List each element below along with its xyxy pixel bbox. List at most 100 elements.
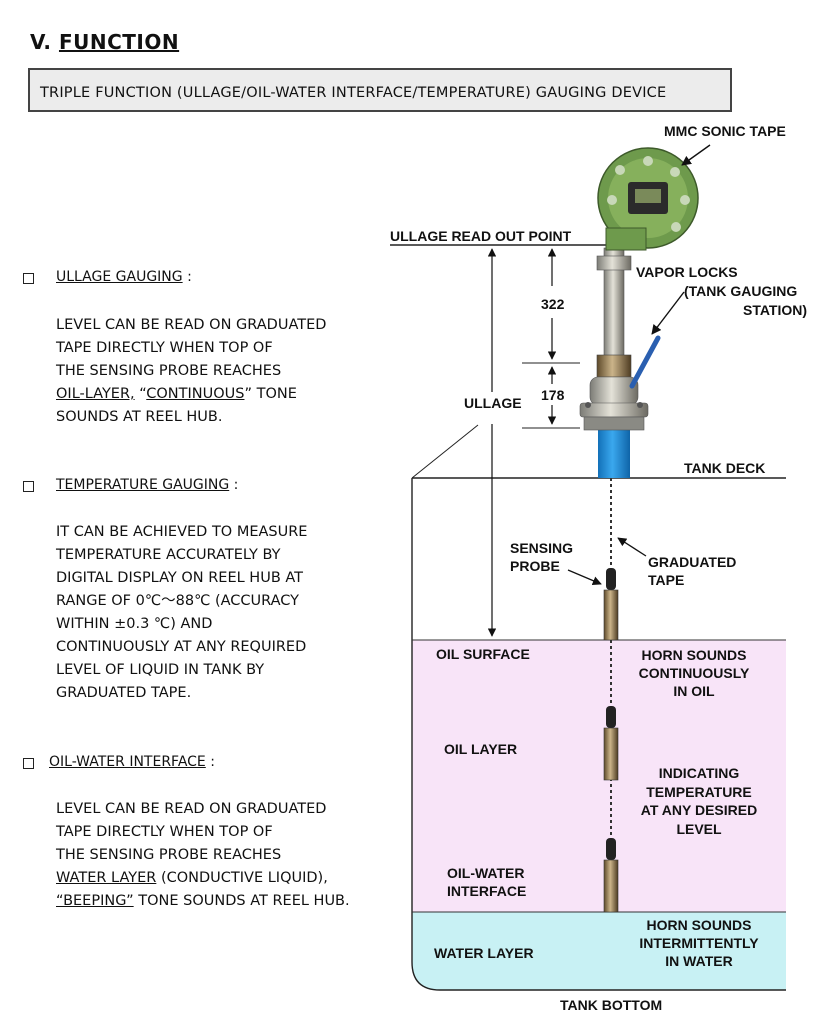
vapor-locks-label-2: (TANK GAUGING [684,283,798,299]
temperature-heading: TEMPERATURE GAUGING : [56,477,238,493]
valve-body-upper [596,354,632,378]
reel-bracket [605,227,647,251]
text-line: TAPE DIRECTLY WHEN TOP OF [56,340,273,356]
blue-pipe [598,428,630,478]
text-line: DIGITAL DISPLAY ON REEL HUB AT [56,570,304,586]
text-line: OIL-LAYER, “CONTINUOUS” TONE [56,383,326,406]
label-line: TEMPERATURE [646,783,752,800]
graduated-tape-label-2: TAPE [648,572,685,588]
subtitle-box [28,68,732,112]
text-line: LEVEL CAN BE READ ON GRADUATED [56,317,327,333]
label-line: LEVEL [676,820,722,837]
underlined-text: WATER LAYER [56,870,157,886]
probe-tip [606,838,616,860]
vapor-locks-label-3: STATION) [743,302,808,318]
text-line: IT CAN BE ACHIEVED TO MEASURE [56,524,308,540]
dimension-178: 178 [541,387,565,403]
mmc-sonic-tape-label: MMC SONIC TAPE [664,123,786,139]
graduated-tape-label: GRADUATED [648,554,737,570]
underlined-text: CONTINUOUS [146,386,245,402]
ullage-label: ULLAGE [464,395,522,411]
bolt [585,402,591,408]
probe-body [603,859,619,913]
text-span: (CONDUCTIVE LIQUID), [156,870,328,886]
sensing-probe-label: SENSING [510,540,574,556]
horn-intermittent-label: HORN SOUNDS INTERMITTENTLY IN WATER [624,916,774,970]
water-layer-region [412,912,786,990]
mmc-arrow [681,144,711,166]
sensing-probe-1 [603,568,619,641]
interface-heading: OIL-WATER INTERFACE : [49,754,215,770]
subtitle: TRIPLE FUNCTION (ULLAGE/OIL-WATER INTERF… [40,85,667,101]
horn-continuous-label: HORN SOUNDS CONTINUOUSLY IN OIL [624,646,764,700]
text-line: WITHIN ±0.3 ℃) AND [56,616,213,632]
reel-hole [680,195,690,205]
underlined-text: OIL-LAYER, [56,386,135,402]
tank-deck-label: TANK DECK [684,460,766,476]
temperature-heading-suffix: : [229,477,239,493]
checkbox-icon [23,273,34,284]
vapor-locks-label: VAPOR LOCKS [636,264,738,280]
oil-water-interface-label-2: INTERFACE [447,883,527,899]
underlined-text: “BEEPING” [56,893,134,909]
temperature-heading-text: TEMPERATURE GAUGING [56,477,230,493]
oil-layer-label: OIL LAYER [444,741,518,757]
label-line: AT ANY DESIRED [640,802,758,818]
label-line: HORN SOUNDS [646,917,752,933]
text-line: “BEEPING” TONE SOUNDS AT REEL HUB. [56,890,350,913]
sonic-tape-reel [597,147,699,251]
probe-body [603,589,619,641]
section-prefix: V. [30,30,59,54]
page-title: V. FUNCTION [30,30,179,54]
text-line: TEMPERATURE ACCURATELY BY [56,547,281,563]
text-line: GRADUATED TAPE. [56,685,192,701]
reel-hole [643,156,653,166]
bolt [637,402,643,408]
label-line: HORN SOUNDS [641,647,747,663]
ullage-text: LEVEL CAN BE READ ON GRADUATED TAPE DIRE… [56,314,326,429]
ullage-heading-text: ULLAGE GAUGING [56,269,183,285]
ullage-heading: ULLAGE GAUGING : [56,269,192,285]
temperature-text: IT CAN BE ACHIEVED TO MEASURE TEMPERATUR… [56,521,307,705]
probe-tip [606,706,616,728]
oil-layer-region [412,640,786,912]
text-line: CONTINUOUSLY AT ANY REQUIRED [56,639,307,655]
text-span: “ [134,386,147,402]
reel-hole [615,165,625,175]
ullage-read-out-label: ULLAGE READ OUT POINT [390,228,572,244]
probe-body [603,727,619,781]
base-flange [583,416,645,431]
checkbox-icon [23,481,34,492]
label-line: IN OIL [673,683,715,699]
text-line: TAPE DIRECTLY WHEN TOP OF [56,824,273,840]
text-line: THE SENSING PROBE REACHES [56,847,282,863]
indicating-temperature-label: INDICATING TEMPERATURE AT ANY DESIRED LE… [624,764,774,838]
section-title: FUNCTION [58,30,180,54]
tape-arrow [617,537,647,557]
stand-pipe-collar [596,255,632,271]
sensing-probe-label-2: PROBE [510,558,560,574]
water-layer-label: WATER LAYER [434,945,534,961]
probe-arrow [567,569,602,585]
dimension-322: 322 [541,296,565,312]
reel-display [635,189,661,203]
text-line: RANGE OF 0℃～88℃ (ACCURACY [56,593,300,609]
reel-hole [607,195,617,205]
ullage-leader-line [411,424,479,479]
sensing-probe-2 [603,706,619,781]
text-line: LEVEL CAN BE READ ON GRADUATED [56,801,327,817]
interface-text: LEVEL CAN BE READ ON GRADUATED TAPE DIRE… [56,798,350,913]
oil-water-interface-label: OIL-WATER [447,865,525,881]
valve-handle [629,335,661,389]
tank-wall [411,478,786,991]
interface-heading-suffix: : [205,754,215,770]
vapor-lock-arrow [651,291,685,335]
reel-hole [671,222,681,232]
text-span: ” TONE [244,386,297,402]
probe-tip [606,568,616,590]
oil-surface-label: OIL SURFACE [436,646,530,662]
checkbox-icon [23,758,34,769]
text-line: THE SENSING PROBE REACHES [56,363,282,379]
label-line: CONTINUOUSLY [638,665,750,681]
